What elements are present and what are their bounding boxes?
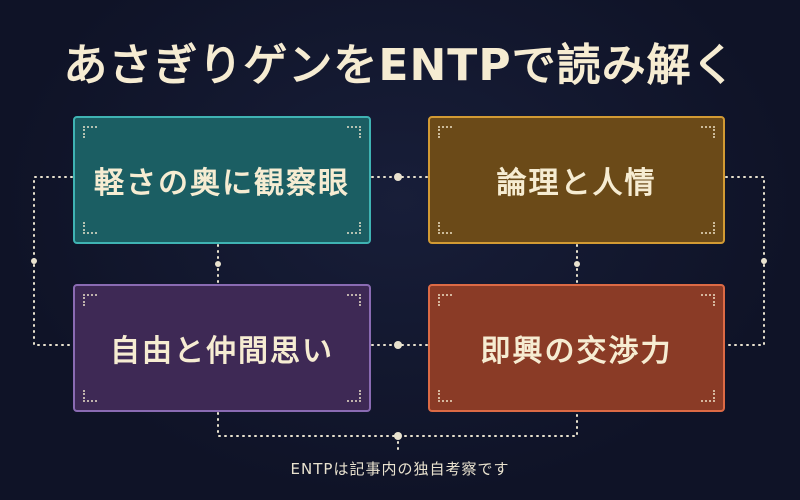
- corner-bracket: [83, 126, 97, 138]
- card-label: 自由と仲間思い: [110, 334, 334, 369]
- card-label: 即興の交渉力: [480, 334, 673, 369]
- card-logic-empathy: 論理と人情: [428, 116, 725, 244]
- card-observation: 軽さの奥に観察眼: [73, 116, 371, 244]
- corner-bracket: [83, 222, 97, 234]
- corner-bracket: [347, 294, 361, 306]
- corner-bracket: [438, 294, 452, 306]
- connector-dot: [215, 261, 221, 267]
- corner-bracket: [701, 390, 715, 402]
- diagram-title: あさぎりゲンをENTPで読み解く: [63, 40, 737, 91]
- card-freedom-friends: 自由と仲間思い: [73, 284, 371, 412]
- connector-dot: [394, 341, 402, 349]
- corner-bracket: [701, 222, 715, 234]
- corner-bracket: [701, 126, 715, 138]
- connector-bottom-bracket: [217, 412, 578, 437]
- corner-bracket: [347, 390, 361, 402]
- connector-dot: [394, 173, 402, 181]
- corner-bracket: [701, 294, 715, 306]
- corner-bracket: [83, 294, 97, 306]
- card-label: 軽さの奥に観察眼: [94, 166, 350, 201]
- connector-dot: [31, 258, 37, 264]
- corner-bracket: [347, 222, 361, 234]
- corner-bracket: [83, 390, 97, 402]
- corner-bracket: [438, 390, 452, 402]
- footnote: ENTPは記事内の独自考察です: [290, 460, 510, 478]
- corner-bracket: [347, 126, 361, 138]
- connector-dot: [394, 432, 402, 440]
- card-negotiation: 即興の交渉力: [428, 284, 725, 412]
- connector-dot: [574, 261, 580, 267]
- connector-right-bracket: [725, 176, 765, 346]
- connector-left-bracket: [33, 176, 73, 346]
- corner-bracket: [438, 126, 452, 138]
- corner-bracket: [438, 222, 452, 234]
- connector-dot: [761, 258, 767, 264]
- card-label: 論理と人情: [496, 166, 657, 201]
